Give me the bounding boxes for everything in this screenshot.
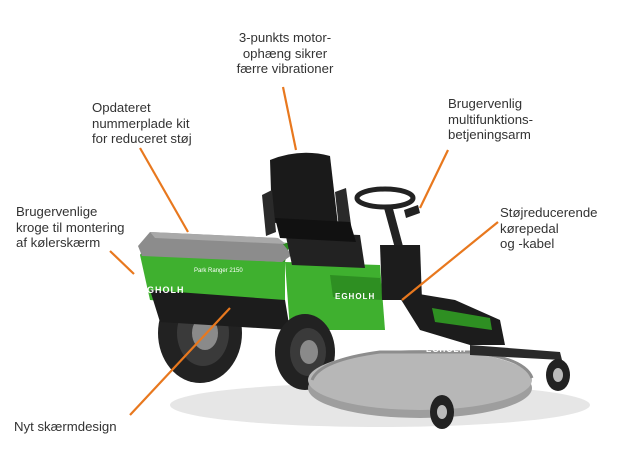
steering-column — [354, 186, 422, 300]
cutting-deck — [308, 290, 562, 418]
callout-line-number-plate — [139, 147, 189, 233]
callout-screen-design: Nyt skærmdesign — [14, 419, 117, 434]
callout-drive-pedal: Støjreducerende kørepedal og -kabel — [500, 205, 598, 251]
side-brand: EGHOLH — [140, 285, 185, 295]
callout-number-plate: Opdateret nummerplade kit for reduceret … — [92, 100, 192, 146]
callout-motor-mount: 3-punkts motor- ophæng sikrer færre vibr… — [236, 30, 334, 76]
caster-wheel-left — [430, 395, 454, 429]
deck-brand: EGHOLH — [426, 345, 467, 354]
model-badge: Park Ranger 2150 — [194, 268, 243, 274]
callout-line-radiator-hooks — [109, 250, 135, 275]
callout-line-screen-design — [129, 307, 231, 416]
mower-body — [138, 232, 385, 330]
callout-line-operating-arm — [419, 149, 449, 209]
callout-line-motor-mount — [281, 86, 298, 151]
seat — [262, 152, 365, 268]
caster-wheel-right — [546, 359, 570, 391]
callout-lines — [109, 86, 499, 416]
callout-operating-arm: Brugervenlig multifunktions- betjeningsa… — [448, 96, 534, 142]
callout-radiator-hooks: Brugervenlige kroge til montering af køl… — [16, 204, 125, 250]
rear-brand: EGHOLH — [335, 292, 376, 301]
callout-line-drive-pedal — [401, 221, 499, 301]
